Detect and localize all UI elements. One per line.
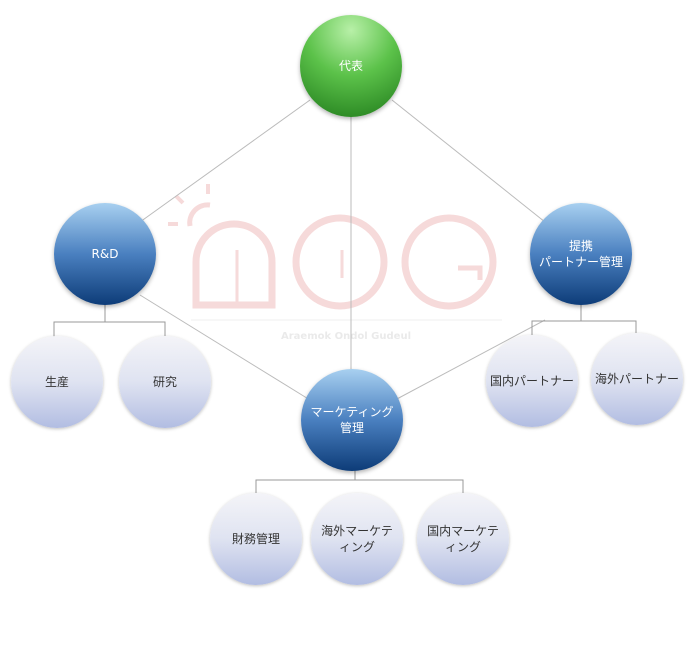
node-finance: 財務管理: [210, 493, 302, 585]
node-label: 海外パートナー: [594, 372, 679, 386]
node-label: マーケティング 管理: [310, 405, 394, 435]
node-label: 提携 パートナー管理: [538, 239, 623, 269]
node-rnd: R&D: [54, 203, 156, 305]
node-label: 生産: [44, 375, 69, 389]
logo-watermark: Araemok Ondol Gudeul: [168, 184, 502, 342]
node-label: 財務管理: [231, 532, 280, 546]
node-production: 生産: [11, 336, 103, 428]
node-label: 国内パートナー: [489, 374, 574, 388]
node-label: 国内マーケテ ィング: [427, 524, 499, 554]
node-label: 代表: [338, 59, 363, 73]
node-overseas-marketing: 海外マーケテ ィング: [311, 493, 403, 585]
node-domestic-partner: 国内パートナー: [486, 335, 578, 427]
node-overseas-partner: 海外パートナー: [591, 333, 683, 425]
node-research: 研究: [119, 336, 211, 428]
node-label: 海外マーケテ ィング: [321, 524, 393, 554]
node-marketing-management: マーケティング 管理: [301, 369, 403, 471]
node-ceo: 代表: [300, 15, 402, 117]
svg-text:Araemok Ondol Gudeul: Araemok Ondol Gudeul: [281, 331, 411, 342]
node-partner-management: 提携 パートナー管理: [530, 203, 632, 305]
node-domestic-marketing: 国内マーケテ ィング: [417, 493, 509, 585]
node-label: R&D: [91, 247, 119, 261]
node-label: 研究: [152, 375, 177, 389]
